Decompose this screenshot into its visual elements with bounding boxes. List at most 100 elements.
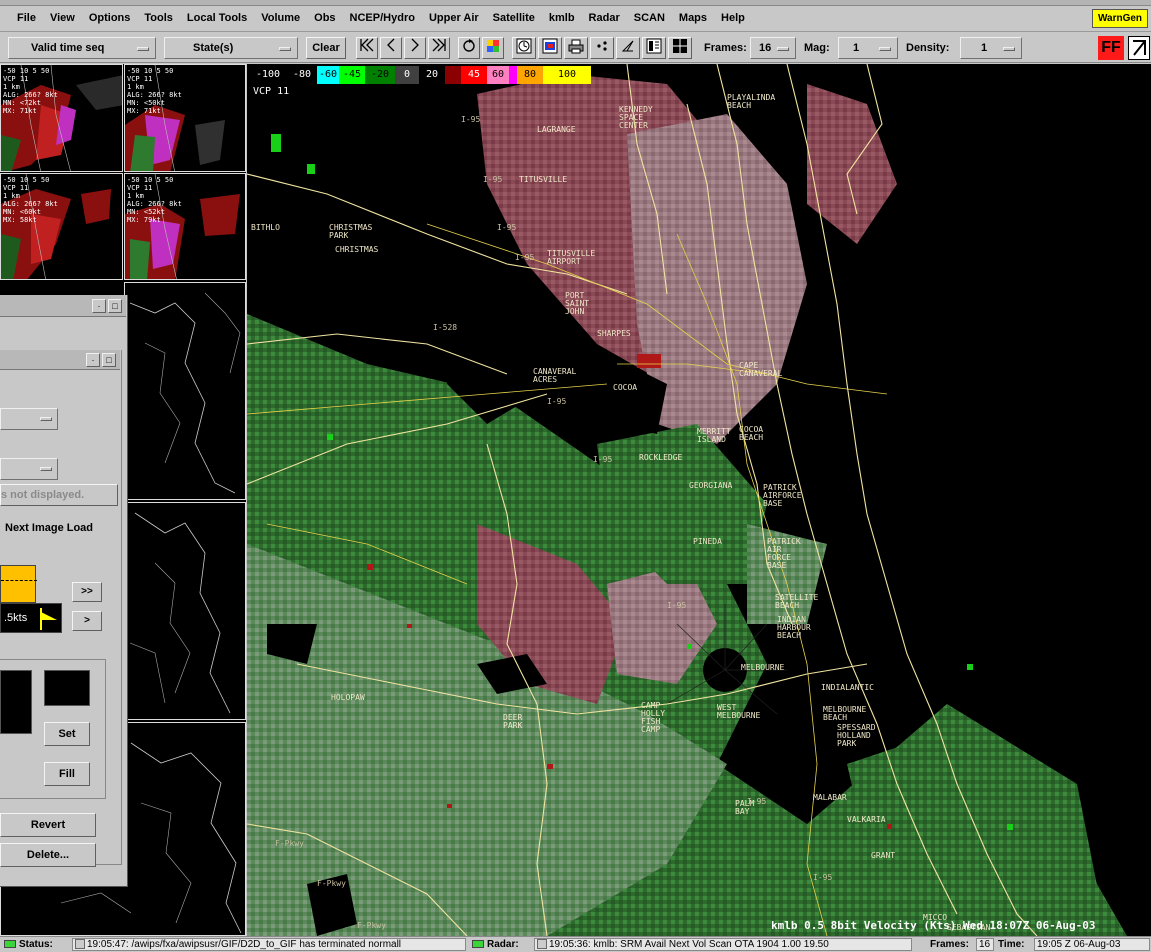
menu-kmlb[interactable]: kmlb: [548, 12, 575, 24]
radar-thumbnail[interactable]: -50 10 5 50 VCP 11 1 km ALG: 266? 8kt MN…: [0, 173, 123, 280]
menu-view[interactable]: View: [49, 12, 75, 24]
city-label: VALKARIA: [847, 815, 886, 824]
scale-select[interactable]: State(s): [164, 37, 298, 59]
city-label: SATELLITE BEACH: [775, 593, 819, 610]
forward-button[interactable]: >: [72, 611, 102, 631]
color-preview-left[interactable]: [0, 670, 32, 734]
menu-local-tools[interactable]: Local Tools: [186, 12, 248, 24]
city-label: COCOA: [613, 383, 638, 392]
city-label: MICCO: [923, 913, 948, 922]
legend-segment: -80: [287, 66, 317, 84]
speed-value: .5kts: [4, 612, 28, 624]
road-label: I-95: [667, 601, 687, 610]
city-label: PORT SAINT JOHN: [565, 291, 590, 316]
legend-segment: -20: [365, 66, 395, 84]
map-panel[interactable]: [124, 282, 246, 500]
density-select[interactable]: 1: [960, 37, 1022, 59]
city-label: MERRITT ISLAND: [697, 427, 731, 444]
expand-icon: [537, 939, 547, 950]
speed-color-swatch[interactable]: [0, 565, 37, 603]
color-preview-right[interactable]: [44, 670, 90, 706]
city-label: MALABAR: [813, 793, 847, 802]
radar-thumbnail[interactable]: -50 10 5 50 VCP 11 1 km ALG: 266? 8kt MN…: [124, 173, 246, 280]
last-frame-button[interactable]: [428, 37, 450, 59]
radar-message[interactable]: 19:05:36: kmlb: SRM Avail Next Vol Scan …: [534, 938, 912, 951]
map-panel[interactable]: [124, 502, 246, 720]
minimize-icon[interactable]: ·: [92, 299, 106, 313]
map-outline-image: [129, 292, 241, 494]
radar-velocity-image: [247, 64, 1151, 936]
time-options-button[interactable]: [512, 37, 536, 59]
menu-ncep-hydro[interactable]: NCEP/Hydro: [349, 12, 415, 24]
not-displayed-button[interactable]: s not displayed.: [0, 484, 118, 506]
city-label: BITHLO: [251, 223, 280, 232]
road-label: I-95: [497, 223, 517, 232]
mag-select[interactable]: 1: [838, 37, 898, 59]
combo-indicator-icon: [1003, 47, 1015, 51]
pan-button[interactable]: [616, 37, 640, 59]
maximize-icon[interactable]: □: [108, 299, 122, 313]
menu-satellite[interactable]: Satellite: [492, 12, 535, 24]
dialog-select-2[interactable]: [0, 458, 58, 480]
single-panel-button[interactable]: [642, 37, 666, 59]
prev-frame-button[interactable]: [380, 37, 402, 59]
delete-button[interactable]: Delete...: [0, 843, 96, 867]
four-panel-button[interactable]: [668, 37, 692, 59]
radar-thumbnail[interactable]: -50 10 5 50 VCP 11 1 km ALG: 266? 8kt MN…: [124, 64, 246, 172]
menu-obs[interactable]: Obs: [314, 12, 336, 24]
image-properties-button[interactable]: [482, 37, 504, 59]
frames-label: Frames:: [704, 42, 747, 54]
menu-options[interactable]: Options: [88, 12, 131, 24]
inner-dialog-titlebar[interactable]: · □: [0, 350, 120, 370]
next-image-load-label: Next Image Load: [5, 522, 94, 534]
radar-segment: Radar:: [472, 937, 519, 952]
city-label: DEER PARK: [503, 713, 523, 730]
road-label: F-Pkwy: [357, 921, 386, 930]
forward-all-button[interactable]: >>: [72, 582, 102, 602]
loop-button[interactable]: [458, 37, 480, 59]
thumbnail-label: -50 10 5 50 VCP 11 1 km ALG: 266? 8kt MN…: [127, 176, 182, 224]
radar-label: Radar:: [487, 939, 519, 950]
minimize-icon[interactable]: ·: [86, 353, 100, 367]
time-mode-select[interactable]: Valid time seq: [8, 37, 156, 59]
ff-flash-flood-icon[interactable]: FF: [1098, 36, 1124, 60]
city-label: TITUSVILLE AIRPORT: [547, 249, 596, 266]
menu-radar[interactable]: Radar: [588, 12, 620, 24]
clear-button[interactable]: Clear: [306, 37, 346, 59]
next-frame-button[interactable]: [404, 37, 426, 59]
sample-button[interactable]: [590, 37, 614, 59]
set-button[interactable]: Set: [44, 722, 90, 746]
radar-thumbnail[interactable]: -50 10 5 50 VCP 11 1 km ALG: 266? 8kt MN…: [0, 64, 123, 172]
map-outline-image: [129, 512, 231, 714]
single-panel-icon: [646, 38, 662, 54]
frames-select[interactable]: 16: [750, 37, 796, 59]
warngen-button[interactable]: WarnGen: [1092, 9, 1148, 28]
menu-tools[interactable]: Tools: [144, 12, 173, 24]
road-label: I-528: [433, 323, 458, 332]
menu-file[interactable]: File: [17, 12, 36, 24]
city-label: SPESSARD HOLLAND PARK: [837, 723, 876, 748]
dialog-select-1[interactable]: [0, 408, 58, 430]
image-properties-icon: [487, 40, 499, 52]
menu-upper-air[interactable]: Upper Air: [428, 12, 479, 24]
data-scaling-button[interactable]: [538, 37, 562, 59]
road-label: F-Pkwy: [275, 839, 304, 848]
status-message[interactable]: 19:05:47: /awips/fxa/awipsusr/GIF/D2D_to…: [72, 938, 466, 951]
combo-indicator-icon: [40, 467, 52, 471]
cursor-readout-icon[interactable]: [1128, 36, 1150, 60]
dialog-titlebar[interactable]: · □: [0, 295, 126, 317]
menu-volume[interactable]: Volume: [261, 12, 301, 24]
menu-scan[interactable]: SCAN: [633, 12, 665, 24]
print-button[interactable]: [564, 37, 588, 59]
city-label: TITUSVILLE: [519, 175, 568, 184]
scale-value: State(s): [193, 42, 234, 54]
first-frame-button[interactable]: [356, 37, 378, 59]
menu-maps[interactable]: Maps: [678, 12, 708, 24]
fill-button[interactable]: Fill: [44, 762, 90, 786]
maximize-icon[interactable]: □: [102, 353, 116, 367]
status-indicator-icon: [4, 940, 16, 949]
menu-help[interactable]: Help: [721, 12, 745, 24]
city-label: INDIAN HARBOUR BEACH: [777, 615, 811, 640]
revert-button[interactable]: Revert: [0, 813, 96, 837]
